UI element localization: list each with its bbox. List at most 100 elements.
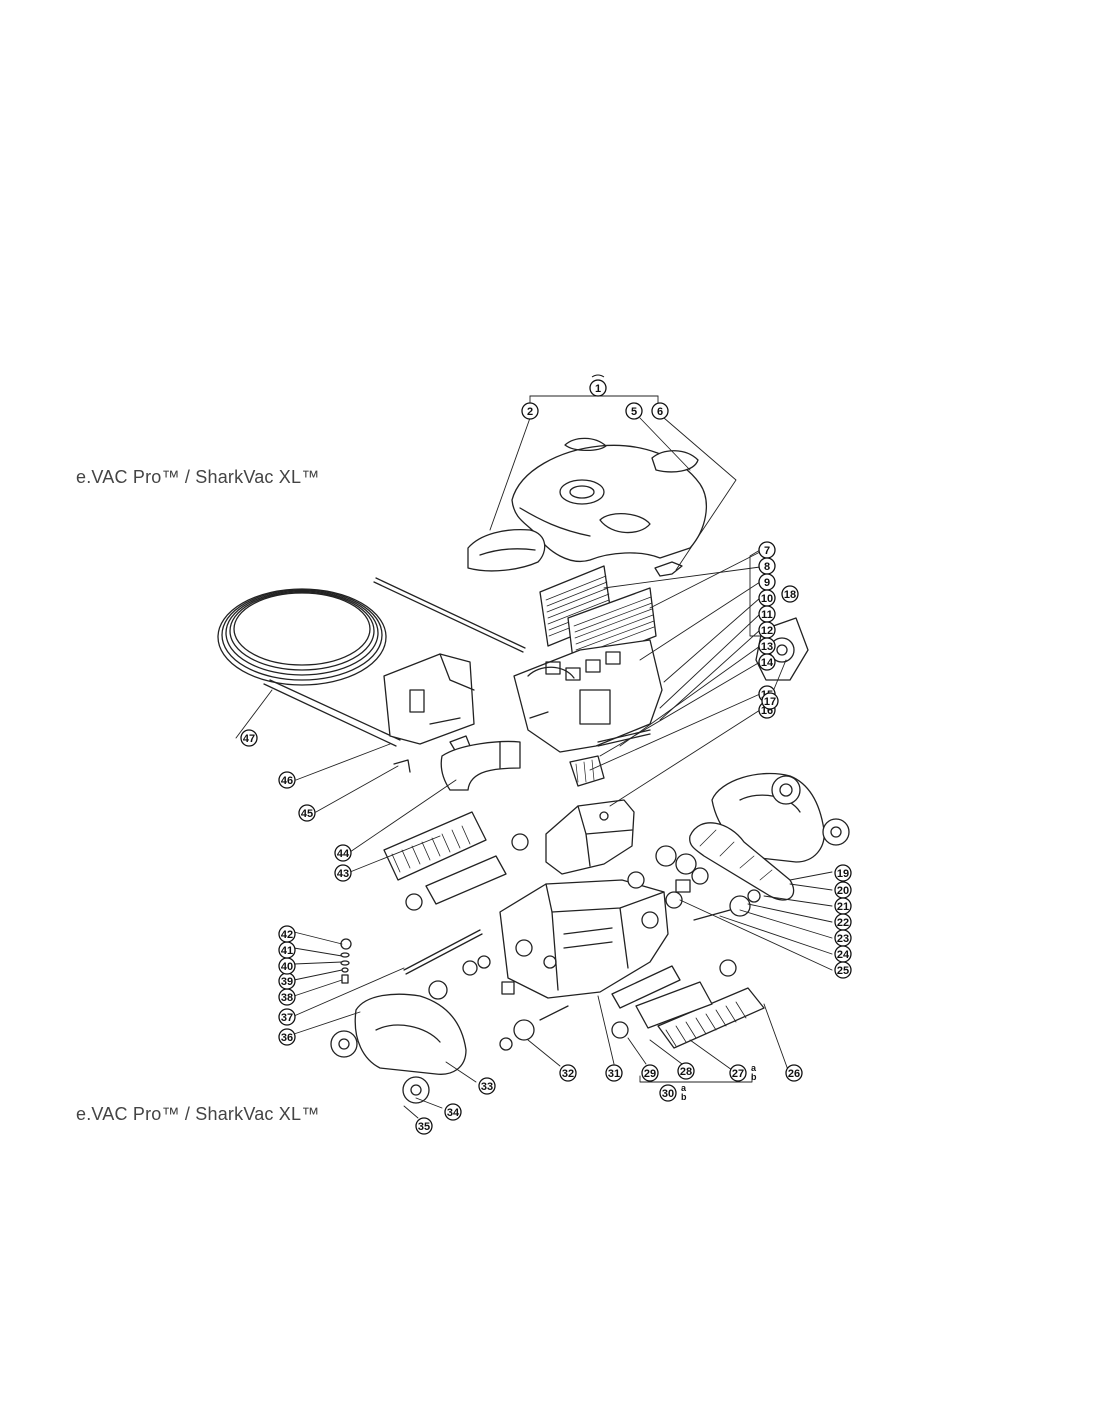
- callout-36: 36: [278, 1028, 296, 1046]
- callout-circle-29: [641, 1064, 659, 1082]
- callout-sub-27-b: b: [751, 1072, 757, 1082]
- callout-circle-30: [659, 1084, 677, 1102]
- impeller-part: [569, 755, 605, 787]
- callout-29: 29: [641, 1064, 659, 1082]
- shaft-small-part: [529, 711, 549, 719]
- callout-20: 20: [834, 881, 852, 899]
- callout-number-13: 13: [761, 641, 773, 653]
- callout-25: 25: [834, 961, 852, 979]
- callout-circle-43: [334, 864, 352, 882]
- callout-46: 46: [278, 771, 296, 789]
- callout-circle-44: [334, 844, 352, 862]
- callout-9: 9: [758, 573, 776, 591]
- callout-number-33: 33: [481, 1081, 493, 1093]
- callout-40: 40: [278, 957, 296, 975]
- callout-39: 39: [278, 972, 296, 990]
- callout-circle-47: [240, 729, 258, 747]
- callout-42: 42: [278, 925, 296, 943]
- callout-22: 22: [834, 913, 852, 931]
- callout-number-41: 41: [281, 945, 293, 957]
- callout-number-34: 34: [447, 1107, 460, 1119]
- callout-number-37: 37: [281, 1012, 293, 1024]
- callout-circle-27: [729, 1064, 747, 1082]
- wheel-right-upper-part: [771, 775, 801, 805]
- callout-number-42: 42: [281, 929, 293, 941]
- callout-circle-14: [758, 653, 776, 671]
- small-parts-stack-part: [340, 938, 352, 984]
- callout-circle-2: [521, 402, 539, 420]
- callout-circle-42: [278, 925, 296, 943]
- callout-number-26: 26: [788, 1068, 800, 1080]
- callout-34: 34: [444, 1103, 462, 1121]
- callout-number-14: 14: [761, 657, 774, 669]
- callout-number-30: 30: [662, 1088, 674, 1100]
- callout-37: 37: [278, 1008, 296, 1026]
- axle-left-part: [403, 929, 483, 975]
- callout-19: 19: [834, 864, 852, 882]
- callout-number-1: 1: [595, 383, 601, 395]
- callout-number-47: 47: [243, 733, 255, 745]
- wheel-left-rear-part: [330, 1030, 358, 1058]
- callout-32: 32: [559, 1064, 577, 1082]
- callout-layer: 1256789101112131415161718192021222324252…: [240, 374, 852, 1135]
- callout-circle-34: [444, 1103, 462, 1121]
- callout-number-28: 28: [680, 1066, 692, 1078]
- callout-circle-31: [605, 1064, 623, 1082]
- callout-circle-1: [589, 379, 607, 397]
- callout-number-31: 31: [608, 1068, 620, 1080]
- chassis-part: [499, 879, 669, 999]
- callout-18: 18: [781, 585, 799, 603]
- callout-circle-37: [278, 1008, 296, 1026]
- callout-31: 31: [605, 1064, 623, 1082]
- filter-body-part: [513, 639, 663, 753]
- callout-circle-33: [478, 1077, 496, 1095]
- callout-number-23: 23: [837, 933, 849, 945]
- callout-47: 47: [240, 729, 258, 747]
- callout-number-46: 46: [281, 775, 293, 787]
- callout-28: 28: [677, 1062, 695, 1080]
- callout-number-7: 7: [764, 545, 770, 557]
- callout-sub-30-b: b: [681, 1092, 687, 1102]
- callout-number-20: 20: [837, 885, 849, 897]
- callout-circle-35: [415, 1117, 433, 1135]
- callout-number-38: 38: [281, 992, 293, 1004]
- diagram-title-bottom: e.VAC Pro™ / SharkVac XL™: [76, 1104, 320, 1124]
- cap-upper-part: [405, 833, 529, 911]
- callout-number-18: 18: [784, 589, 796, 601]
- callout-13: 13: [758, 637, 776, 655]
- callout-number-5: 5: [631, 406, 637, 418]
- callout-number-27: 27: [732, 1068, 744, 1080]
- callout-circle-19: [834, 864, 852, 882]
- callout-17: 17: [761, 692, 779, 710]
- gear-center-part: [499, 1005, 569, 1051]
- callout-43: 43: [334, 864, 352, 882]
- callout-number-35: 35: [418, 1121, 430, 1133]
- callout-number-29: 29: [644, 1068, 656, 1080]
- callout-number-2: 2: [527, 406, 533, 418]
- drive-motor-part: [545, 799, 635, 875]
- callout-23: 23: [834, 929, 852, 947]
- callout-11: 11: [758, 605, 776, 623]
- gear-train-right-part: [627, 845, 761, 921]
- callout-number-25: 25: [837, 965, 849, 977]
- power-supply-part: [383, 653, 475, 745]
- callout-number-17: 17: [764, 696, 776, 708]
- power-cable-coil-part: [217, 577, 526, 747]
- callout-41: 41: [278, 941, 296, 959]
- callout-circle-26: [785, 1064, 803, 1082]
- callout-38: 38: [278, 988, 296, 1006]
- diagram-title-top: e.VAC Pro™ / SharkVac XL™: [76, 467, 320, 487]
- cable-end-part: [393, 759, 411, 773]
- callout-2: 2: [521, 402, 539, 420]
- callout-circle-36: [278, 1028, 296, 1046]
- callout-sub-27-a: a: [751, 1063, 757, 1073]
- elbow-part: [440, 740, 521, 791]
- callout-number-32: 32: [562, 1068, 574, 1080]
- callout-circle-32: [559, 1064, 577, 1082]
- callout-circle-28: [677, 1062, 695, 1080]
- callout-number-10: 10: [761, 593, 773, 605]
- callout-number-39: 39: [281, 976, 293, 988]
- brush-lower-part: [657, 987, 765, 1049]
